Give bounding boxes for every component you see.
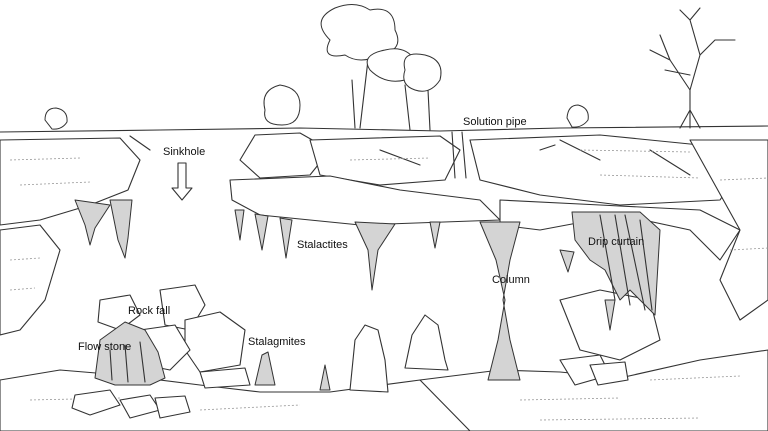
label-rock-fall: Rock fall [128,305,170,317]
label-column: Column [492,274,530,286]
label-stalactites: Stalactites [297,239,348,251]
flow-stone [71,321,191,419]
stalagmites [254,314,449,393]
rock-fall [97,284,629,389]
label-solution-pipe: Solution pipe [463,116,527,128]
label-drip-curtain: Drip curtain [588,236,644,248]
label-flow-stone: Flow stone [78,341,131,353]
dead-tree [649,7,736,129]
stalactites [74,199,441,291]
solution-pipe [451,131,556,179]
drip-curtain [559,211,661,331]
upper-rock-layers [0,132,768,336]
label-stalagmites: Stalagmites [248,336,306,348]
sinkhole-arrow-icon [171,162,193,201]
ground-surface [0,125,768,133]
trees [44,4,589,131]
label-sinkhole: Sinkhole [163,146,205,158]
column [479,221,521,381]
